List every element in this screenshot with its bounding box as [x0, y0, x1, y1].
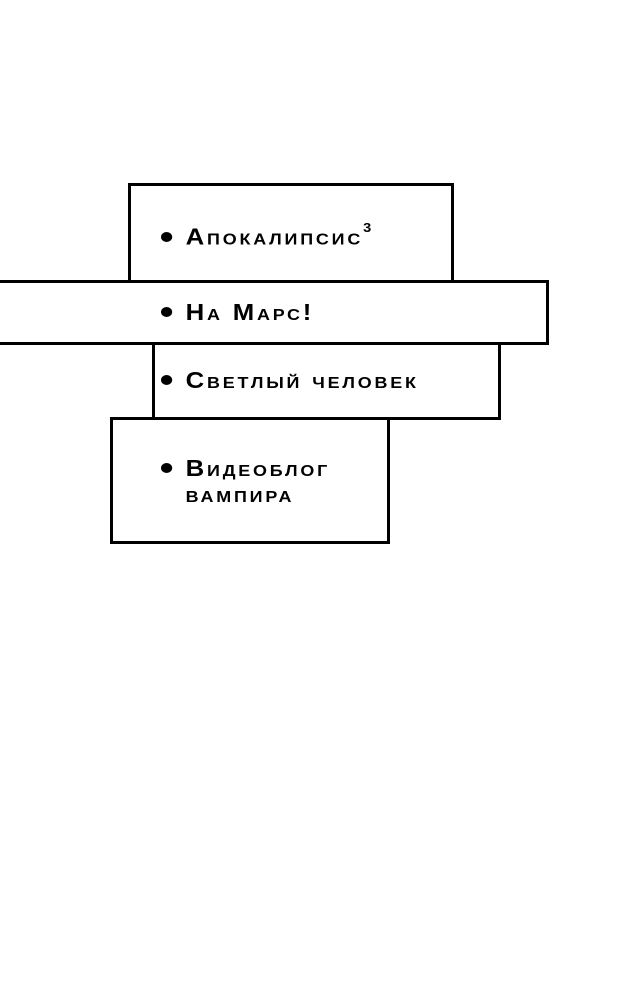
list-item-bright-man: Светлый человек	[161, 367, 419, 393]
list-item-apocalypse: Апокалипсис3	[161, 219, 371, 250]
bullet-icon	[161, 374, 173, 385]
list-item-to-mars: На Марс!	[161, 299, 314, 325]
item-title-line2: вампира	[185, 481, 295, 507]
item-title: Апокалипсис	[185, 223, 364, 250]
bullet-icon	[161, 306, 173, 317]
item-box-to-mars	[0, 280, 549, 345]
bullet-icon	[161, 231, 173, 242]
item-title: На Марс!	[185, 299, 315, 325]
item-title: Светлый человек	[185, 367, 419, 393]
item-box-apocalypse	[128, 183, 454, 283]
list-item-vampire-vlog: Видеоблог вампира	[161, 455, 330, 507]
bullet-icon	[161, 462, 173, 473]
item-superscript: 3	[363, 220, 372, 235]
item-box-vampire-vlog	[110, 417, 390, 544]
item-title-line1: Видеоблог	[185, 455, 331, 481]
item-box-bright-man	[152, 342, 501, 420]
